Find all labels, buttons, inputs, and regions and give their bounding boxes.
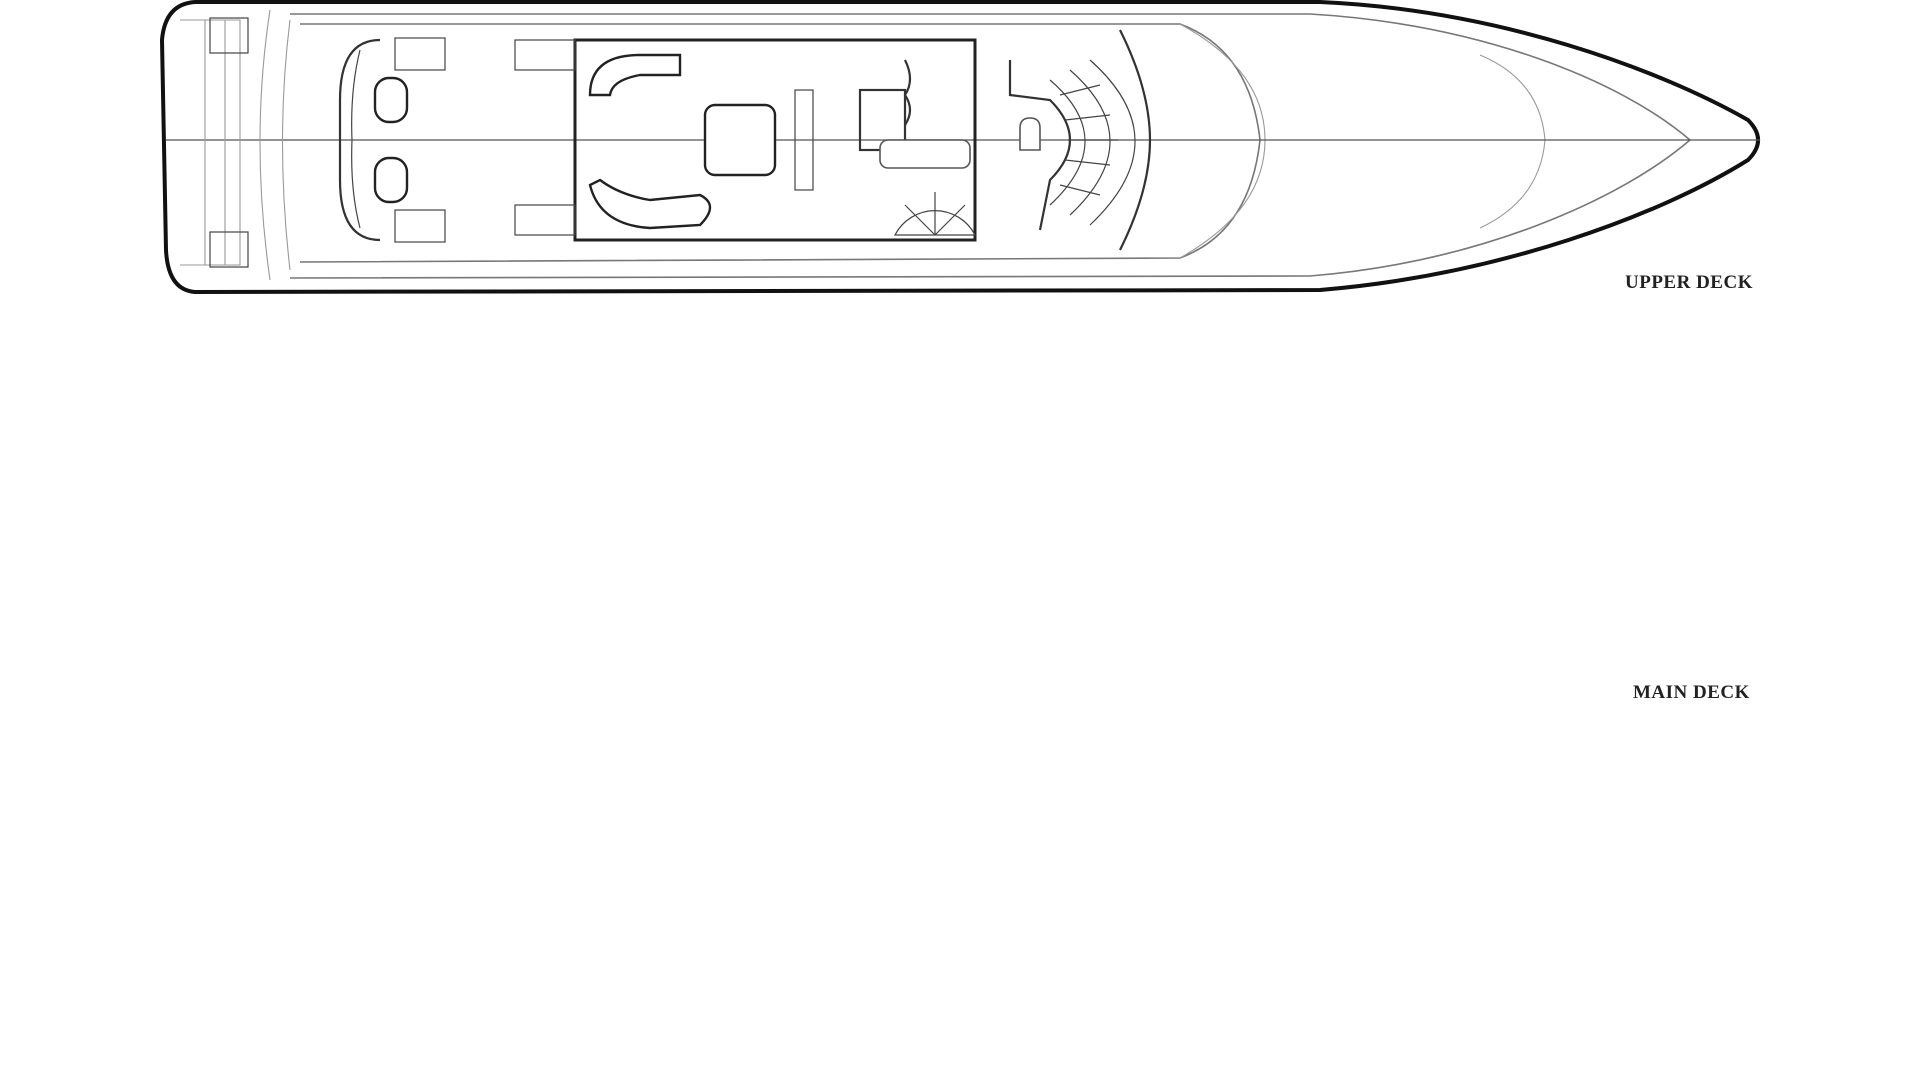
upper-saloon-sofa-port (588, 53, 682, 97)
upper-saloon-sofa-stbd (588, 178, 712, 230)
main-deck-label: MAIN DECK (1633, 682, 1750, 703)
upper-aft-curved-sofa (338, 38, 381, 242)
upper-spiral-stair (894, 210, 976, 236)
upper-deck-plan (159, 0, 1760, 295)
upper-aft-table-1 (373, 76, 409, 124)
upper-wheelhouse-wall (1008, 60, 1071, 231)
upper-bar-unit (703, 103, 777, 177)
upper-deck-label: UPPER DECK (1625, 272, 1753, 293)
upper-aft-table-2 (373, 156, 409, 204)
upper-saloon-walls (573, 38, 977, 242)
